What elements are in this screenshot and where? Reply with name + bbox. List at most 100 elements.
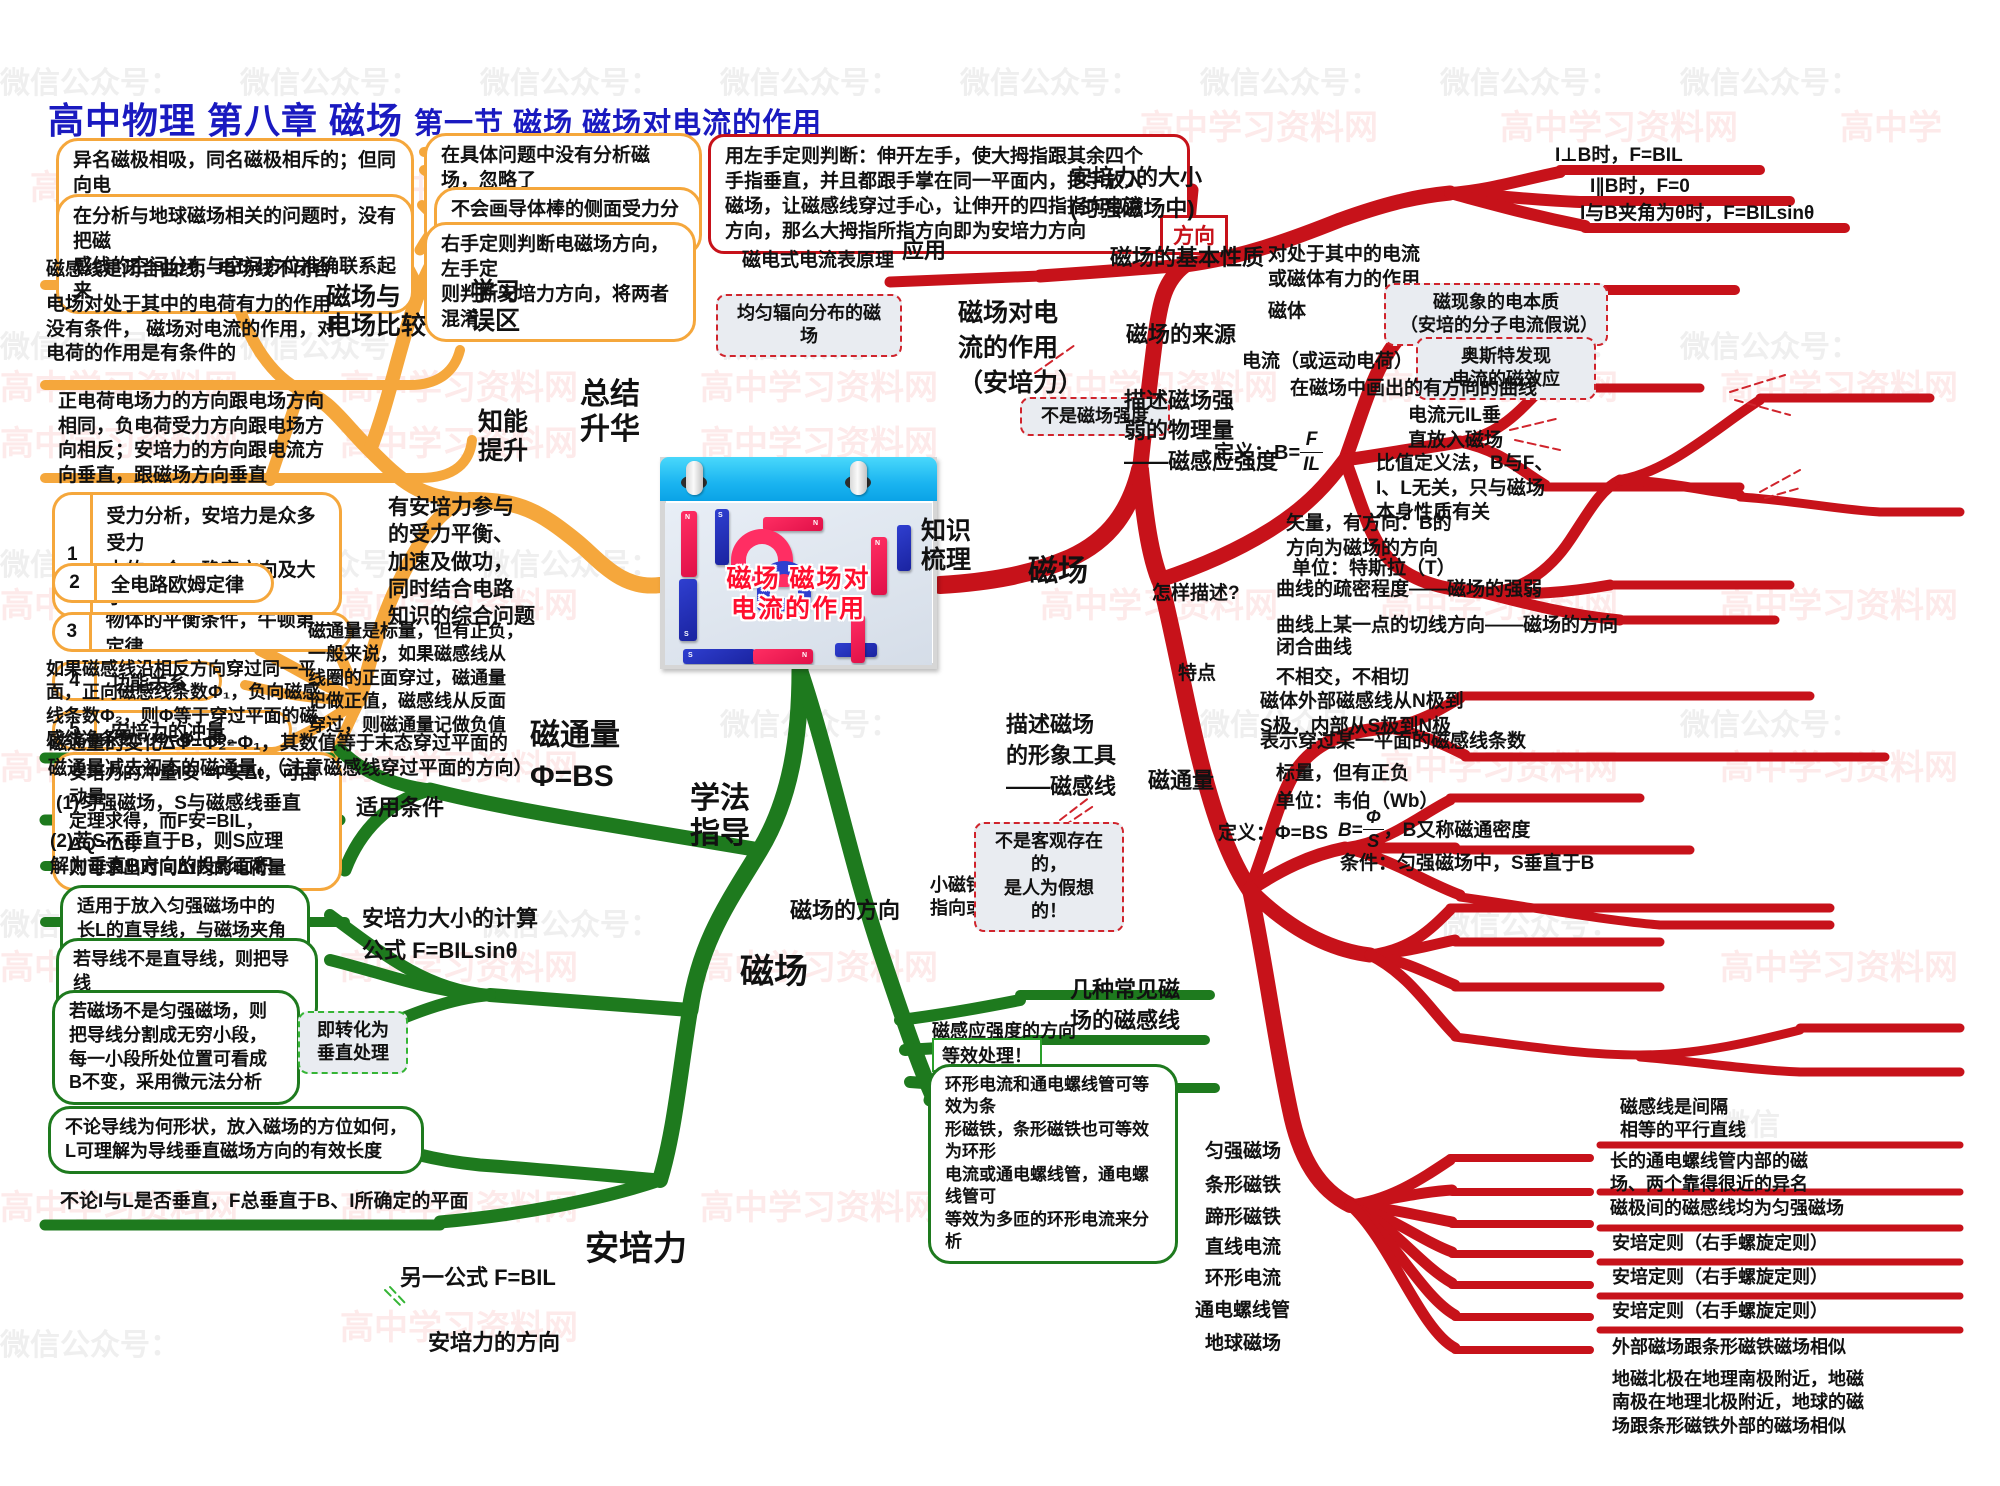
misconception-bubble-5: 右手定则判断电磁场方向，左手定 则判断安培力方向，将两者混淆 <box>424 222 696 343</box>
list-index: 4 <box>55 664 97 698</box>
left-hand-rule-box: 用左手定则判断：伸开左手，使大拇指跟其余四个 手指垂直，并且都跟手掌在同一平面内… <box>708 134 1190 255</box>
delta-flux-note: 磁通量的变化ΔΦ=Φ₂−Φ₁，其数值等于末态穿过平面的 磁通量减去初态的磁通量。… <box>48 733 533 779</box>
branch-title-summary: 总结 升华 <box>580 378 640 446</box>
ampere-formula-bubble-4: 不论导线为何形状，放入磁场的方位如何， L可理解为导线垂直磁场方向的有效长度 <box>48 1106 424 1174</box>
list-item: 2 全电路欧姆定律 <box>52 563 274 603</box>
ampere-case-perpendicular: I⊥B时，F=BIL <box>1555 145 1683 166</box>
binder-ring <box>850 461 867 495</box>
list-index: 3 <box>55 615 92 649</box>
how-to-describe-label: 怎样描述? <box>1152 583 1240 604</box>
common-field-uniform: 匀强磁场 <box>1205 1141 1282 1162</box>
branch-title-flux: 磁通量 Φ=BS <box>530 719 620 793</box>
list-text: 全电路欧姆定律 <box>111 574 245 596</box>
common-field-earth: 地球磁场 <box>1205 1333 1282 1354</box>
callout-field-lines-imaginary: 不是客观存在的， 是人为假想的！ <box>974 822 1124 932</box>
common-note-loop: 安培定则（右手螺旋定则） <box>1612 1301 1828 1321</box>
equivalent-handling-text: 环形电流和通电螺线管可等效为条 形磁铁，条形磁铁也可等效为环形 电流或通电螺线管… <box>928 1064 1178 1264</box>
B-definition-label: 定义：B= <box>1214 441 1301 464</box>
field-lines-title: 描述磁场 的形象工具 ——磁感线 <box>1006 712 1117 799</box>
flux-condition-2: (2)若S不垂直于B，则S应理 解为垂直B方向的投影面积 <box>50 831 284 877</box>
branch-title-study-guide: 学法 指导 <box>690 782 750 850</box>
ampere-case-angle: I与B夹角为θ时，F=BILsinθ <box>1580 203 1815 224</box>
center-title-line1: 磁场 磁场对 <box>726 565 871 593</box>
flux-item-unit: 单位：韦伯（Wb） <box>1276 791 1439 812</box>
describe-item-tangent: 曲线上某一点的切线方向——磁场的方向 <box>1276 615 1619 636</box>
common-field-loop-current: 环形电流 <box>1205 1268 1282 1289</box>
field-source-item-magnet: 磁体 <box>1268 301 1307 322</box>
center-title-line2: 电流的作用 <box>730 594 866 623</box>
B-item-current-element: 电流元IL垂 直放入磁场 <box>1408 405 1504 451</box>
list-text: 功能关系 <box>111 672 188 694</box>
center-topic-card: N S N S S N N 磁场 磁场对 电流的作用 <box>660 457 937 669</box>
list-item: 4 功能关系 <box>52 661 222 701</box>
branch-title-field-vs-efield: 磁场与 电场比较 <box>326 283 427 340</box>
binder-ring <box>686 461 703 495</box>
callout-not-field-strength: 不是磁场强度 <box>1020 397 1170 437</box>
list-index: 5 <box>55 713 97 747</box>
common-field-horseshoe: 蹄形磁铁 <box>1205 1207 1282 1228</box>
list-item: 3 物体的平衡条件，牛顿第二定律 <box>52 612 352 652</box>
basic-property-title: 磁场的基本性质 <box>1110 245 1265 270</box>
direction-label: 方向 <box>1160 215 1228 255</box>
common-note-solenoid: 外部磁场跟条形磁铁磁场相似 <box>1612 1337 1846 1357</box>
common-field-solenoid: 通电螺线管 <box>1195 1300 1291 1321</box>
flux-sign-note: 磁通量是标量，但有正负， 一般来说，如果磁感线从 线圈的正面穿过，磁通量 记做正… <box>308 621 524 735</box>
center-card-title: 磁场 磁场对 电流的作用 <box>665 565 932 624</box>
feature-label: 特点 <box>1178 663 1217 684</box>
branch-title-field-bottom: 磁场 <box>740 953 808 991</box>
B-def-numerator: F <box>1300 428 1324 453</box>
flux-condition-1: (1)匀强磁场，S与磁感线垂直 <box>56 793 301 814</box>
list-text: 安培力的冲量 <box>111 721 226 743</box>
magnets-photo: N S N S S N N 磁场 磁场对 电流的作用 <box>665 503 932 665</box>
B-item-ratio-definition: 比值定义法，B与F、 I、L无关，只与磁场 本身性质有关 <box>1376 453 1554 524</box>
common-note-earth: 地磁北极在地理南极附近，地磁 南极在地理北极附近，地球的磁 场跟条形磁铁外部的磁… <box>1612 1369 1864 1436</box>
misconception-bubble-2: 在分析与地球磁场相关的问题时，没有把磁 感线的空间分布与空间方位准确联系起来 <box>56 194 414 315</box>
B-item-unit: 单位：特斯拉（T） <box>1292 558 1456 579</box>
list-index: 2 <box>55 566 97 600</box>
title-main: 高中物理 第八章 磁场 <box>48 100 404 141</box>
field-source-item-current: 电流（或运动电荷） <box>1242 351 1414 372</box>
ampere-magnitude-title: 安培力的大小 (匀强磁场中) <box>1070 165 1203 221</box>
callout-vertical-conversion: 即转化为 垂直处理 <box>298 1011 408 1074</box>
list-text: 物体的平衡条件，牛顿第二定律 <box>105 612 334 652</box>
common-note-bar: 长的通电螺线管内部的磁 场、两个靠得很近的异名 磁极间的磁感线均为匀强磁场 <box>1610 1151 1844 1218</box>
list-item: 5 安培力的冲量 <box>52 710 292 750</box>
list-index: 1 <box>55 495 93 615</box>
flux-den: S <box>1367 830 1380 851</box>
branch-title-knowledge-outline: 知识 梳理 <box>921 517 972 574</box>
common-note-horseshoe: 安培定则（右手螺旋定则） <box>1612 1233 1828 1253</box>
branch-title-field-right: 磁场 <box>1028 555 1088 588</box>
field-direction-title: 磁场的方向 <box>790 898 901 923</box>
phi-net-note: 如果磁感线沿相反方向穿过同一平 面，正向磁感线条数Φ₁，负向磁感 线条数Φ₂，则… <box>46 659 321 750</box>
common-note-straight: 安培定则（右手螺旋定则） <box>1612 1267 1828 1287</box>
orange-plain-2: 电场对处于其中的电荷有力的作用 没有条件， 磁场对电流的作用，对 电荷的作用是有… <box>46 294 337 365</box>
another-formula-title: 另一公式 F=BIL <box>400 1265 556 1290</box>
flux-label-red: 磁通量 <box>1148 768 1215 793</box>
ampere-direction-title: 安培力的方向 <box>428 1330 561 1355</box>
flux-item-scalar: 标量，但有正负 <box>1276 763 1410 784</box>
branch-title-ampere-force-on-current: 磁场对电 流的作用 （安培力） <box>958 299 1084 397</box>
field-dir-item-2: 磁感应强度的方向 <box>932 1021 1076 1041</box>
ampere-formula-bubble-3: 若磁场不是匀强磁场，则 把导线分割成无穷小段， 每一小段所处位置可看成 B不变，… <box>52 990 300 1105</box>
branch-title-learning-errors: 学习 误区 <box>470 278 521 335</box>
common-field-straight-current: 直线电流 <box>1205 1237 1282 1258</box>
orange-plain-1: 磁感线是闭合曲线，电场线不闭合 <box>46 259 332 280</box>
branch-title-ability-improve: 知能 提升 <box>478 408 529 465</box>
ampere-case-parallel: I∥B时，F=0 <box>1590 176 1690 197</box>
describe-item-density: 曲线的疏密程度——磁场的强弱 <box>1276 579 1543 600</box>
basic-property-text: 对处于其中的电流 或磁体有力的作用 <box>1268 244 1421 290</box>
common-field-bar: 条形磁铁 <box>1205 1175 1282 1196</box>
common-fields-title: 几种常见磁 场的磁感线 <box>1070 977 1181 1033</box>
ampere-impulse-box: 安培力的冲量I安 =F安Δt，可由动量 定理求得，而F安=BIL，ΔQ=IΔt，… <box>52 752 342 891</box>
branch-title-ampere-force: 安培力 <box>585 1230 687 1268</box>
ampere-magnitude-formula-title: 安培力大小的计算 公式 F=BILsinθ <box>362 906 539 963</box>
B-lines-top-note: 在磁场中画出的有方向的曲线 <box>1290 378 1538 399</box>
zhineng-description: 有安培力参与 的受力平衡、 加速及做功， 同时结合电路 知识的综合问题 <box>388 496 535 629</box>
ammeter-principle: 磁电式电流表原理 <box>742 250 895 271</box>
flux-num: Φ <box>1362 806 1384 830</box>
ampere-direction-text: 不论I与L是否垂直，F总垂直于B、I所确定的平面 <box>60 1191 469 1212</box>
callout-oersted: 奥斯特发现 电流的磁效应 <box>1416 337 1596 400</box>
flux-condition-red: 条件：匀强磁场中，S垂直于B <box>1340 853 1595 874</box>
